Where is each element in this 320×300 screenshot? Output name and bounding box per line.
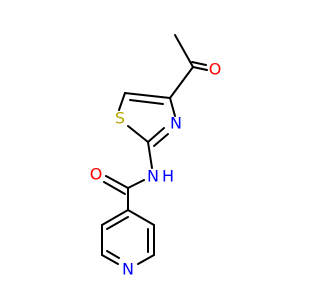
bond-amide-co-2 (103, 181, 126, 195)
atom-oxygen-ketone: O (209, 60, 222, 79)
bond-c4-c5-1 (124, 92, 171, 99)
atom-oxygen-amide: O (90, 165, 103, 184)
bond-amide-co-1 (105, 175, 129, 189)
bond-c4-c5-2 (129, 99, 164, 105)
bond-py-c4-c3 (127, 209, 155, 226)
bond-py-c5-c4-inner (106, 216, 129, 230)
bond-c2-n3-2 (153, 133, 169, 147)
bond-n3-c4 (169, 97, 176, 117)
bond-py-c5-c4 (101, 209, 129, 226)
bond-py-n-c6-inner (106, 250, 120, 259)
bond-s-c2 (127, 125, 149, 143)
bond-py-n-c6 (101, 254, 119, 265)
bond-c2-n3-1 (147, 127, 165, 143)
bond-py-c2-n (137, 254, 155, 265)
atom-nitrogen-thiazole: N (170, 114, 182, 133)
molecule-canvas: O S N O N H N (90, 34, 222, 279)
atom-hydrogen-amide: H (162, 167, 174, 186)
atom-sulfur: S (115, 109, 125, 128)
bond-c2-nh (147, 141, 153, 169)
bond-methyl-carbonyl (174, 34, 194, 68)
bond-ketone-co-2 (191, 61, 207, 66)
structure-diagram: O S N O N H N (90, 34, 222, 279)
bond-c5-s (118, 92, 126, 111)
atom-nitrogen-pyridine: N (122, 260, 134, 279)
bond-ketone-co-1 (192, 66, 208, 71)
bond-nh-amide-c (127, 179, 145, 189)
bond-carbonyl-c4 (169, 66, 194, 99)
atom-nitrogen-amide: N (147, 167, 159, 186)
